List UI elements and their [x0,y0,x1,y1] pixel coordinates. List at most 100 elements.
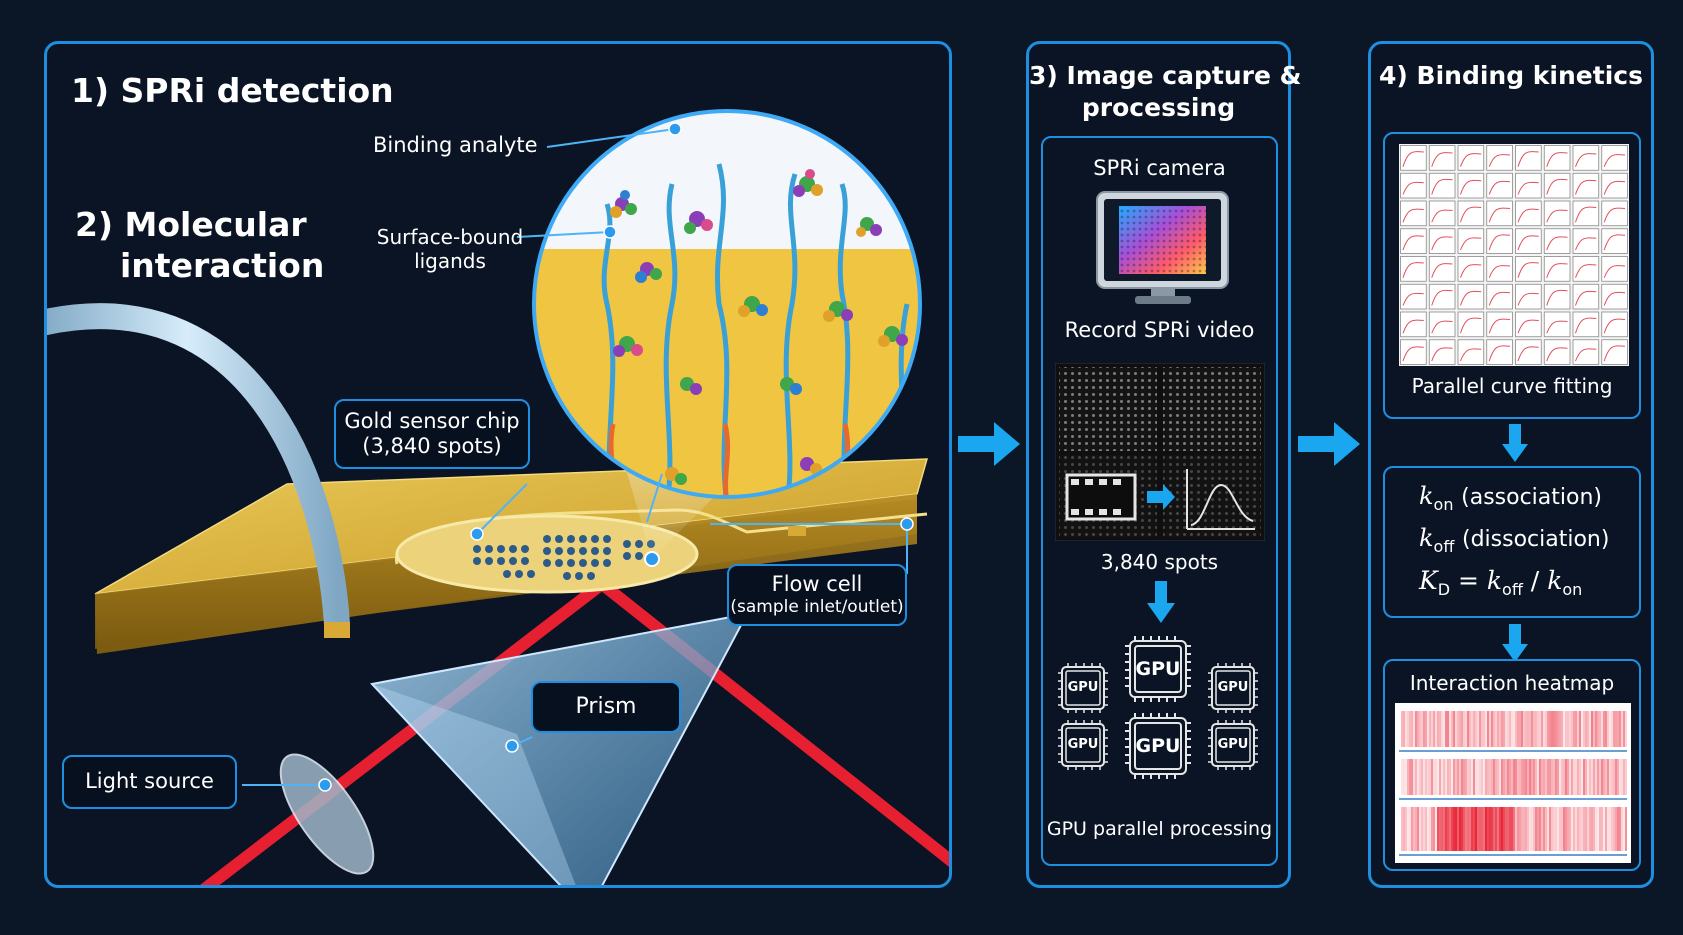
heatmap-stripe [1503,807,1505,851]
gpu-chip-large-bottom: GPU [1125,713,1191,779]
heatmap-stripe [1515,759,1517,795]
heatmap-stripe [1587,807,1589,851]
heatmap-stripe [1625,807,1627,851]
heatmap-stripe [1545,807,1547,851]
heatmap-stripe [1573,711,1575,747]
fitted-curve [1546,347,1568,362]
heatmap-stripe [1401,711,1403,747]
light-source-label-text: Light source [85,769,214,794]
heatmap-stripe [1403,807,1405,851]
heatmap-stripe [1415,711,1417,747]
heatmap-stripe [1491,759,1493,795]
mini-plot-cell [1428,145,1456,171]
heatmap-stripe [1429,807,1431,851]
heatmap-stripe [1543,807,1545,851]
heatmap-stripe [1595,759,1597,795]
heatmap-stripe [1615,711,1617,747]
down-arrow-icon [1502,424,1528,462]
heatmap-stripe [1623,711,1625,747]
flow-cell-label: Flow cell (sample inlet/outlet) [727,564,907,626]
fitted-curve [1517,319,1539,334]
kd-row: KD = koff / kon [1419,566,1582,599]
mini-plot-cell [1400,283,1427,310]
heatmap-stripe [1573,759,1575,795]
heatmap-stripe [1411,807,1413,851]
heatmap-stripe [1565,711,1567,747]
heatmap-stripe [1433,807,1435,851]
gpu-chip-text: GPU [1135,658,1181,680]
heatmap-stripe [1583,759,1585,795]
heatmap-stripe [1485,711,1487,747]
fitted-curve [1402,262,1424,278]
heatmap-stripe [1421,711,1423,747]
heatmap-stripe [1625,759,1627,795]
fitted-curve [1517,208,1539,223]
heatmap-stripe [1601,807,1603,851]
heatmap-stripe [1427,807,1429,851]
fitted-curve [1603,291,1626,306]
heatmap-stripe [1401,759,1403,795]
gpu-chip-large-top: GPU [1125,636,1191,702]
mini-plot-cell [1572,200,1600,227]
heatmap-stripe [1559,759,1561,795]
mini-plot-cell [1486,200,1513,227]
heatmap-stripe [1485,807,1487,851]
fitted-curve [1431,320,1453,334]
surface-ligands-label-line2: ligands [414,249,486,273]
gpu-chip-small-2: GPU [1058,720,1108,770]
heatmap-stripe [1469,711,1471,747]
heatmap-stripe [1595,711,1597,747]
record-video-label: Record SPRi video [1064,318,1255,342]
capture-inner-box: SPRi camera Record SP [1041,136,1278,866]
heatmap-stripe [1467,711,1469,747]
kon-row: kon (association) [1419,482,1602,514]
heatmap-stripe [1521,759,1523,795]
heatmap-stripe [1509,807,1511,851]
heatmap-stripe [1423,711,1425,747]
heatmap-stripe [1437,759,1439,795]
heatmap-stripe [1407,711,1409,747]
fitted-curve [1575,206,1597,223]
kd-numerator: k [1486,566,1503,595]
mini-plot-cell [1400,172,1427,199]
heatmap-stripe [1507,759,1509,795]
heatmap-stripe [1553,759,1555,795]
fitted-curve [1488,154,1511,167]
kd-denominator-subscript: on [1562,580,1583,599]
heatmap-stripe [1459,759,1461,795]
heatmap-stripe [1437,807,1439,851]
heatmap-stripe [1435,711,1437,747]
heatmap-stripe [1591,759,1593,795]
heatmap-stripe [1467,759,1469,795]
heatmap-stripe [1529,807,1531,851]
heatmap-stripe [1501,759,1503,795]
heatmap-stripe [1447,807,1449,851]
mini-plot-cell [1457,311,1485,338]
heatmap-stripe [1469,759,1471,795]
kd-numerator-subscript: off [1502,580,1523,599]
mini-plot-cell [1515,200,1542,227]
mini-plot-cell [1428,311,1456,338]
heatmap-stripe [1407,759,1409,795]
heatmap-stripe [1593,759,1595,795]
fitted-curve [1488,318,1511,334]
heatmap-stripe [1537,759,1539,795]
magnifier-focus-dot [644,551,660,567]
heatmap-stripe [1415,807,1417,851]
kon-subscript: on [1433,494,1454,514]
fitted-curve [1402,235,1424,251]
fitted-curve [1431,347,1453,362]
heatmap-stripe [1523,807,1525,851]
mini-plot-cell [1457,283,1485,310]
heatmap-stripe [1425,807,1427,851]
heatmap-stripe [1559,807,1561,851]
binding-kinetics-title: 4) Binding kinetics [1379,61,1643,90]
heatmap-stripe [1481,759,1483,795]
heatmap-stripe [1439,759,1441,795]
heatmap-stripe [1481,711,1483,747]
heatmap-stripe [1593,711,1595,747]
heatmap-stripe [1463,759,1465,795]
heatmap-stripe [1571,759,1573,795]
mini-plot-cell [1543,256,1571,282]
heatmap-stripe [1603,807,1605,851]
